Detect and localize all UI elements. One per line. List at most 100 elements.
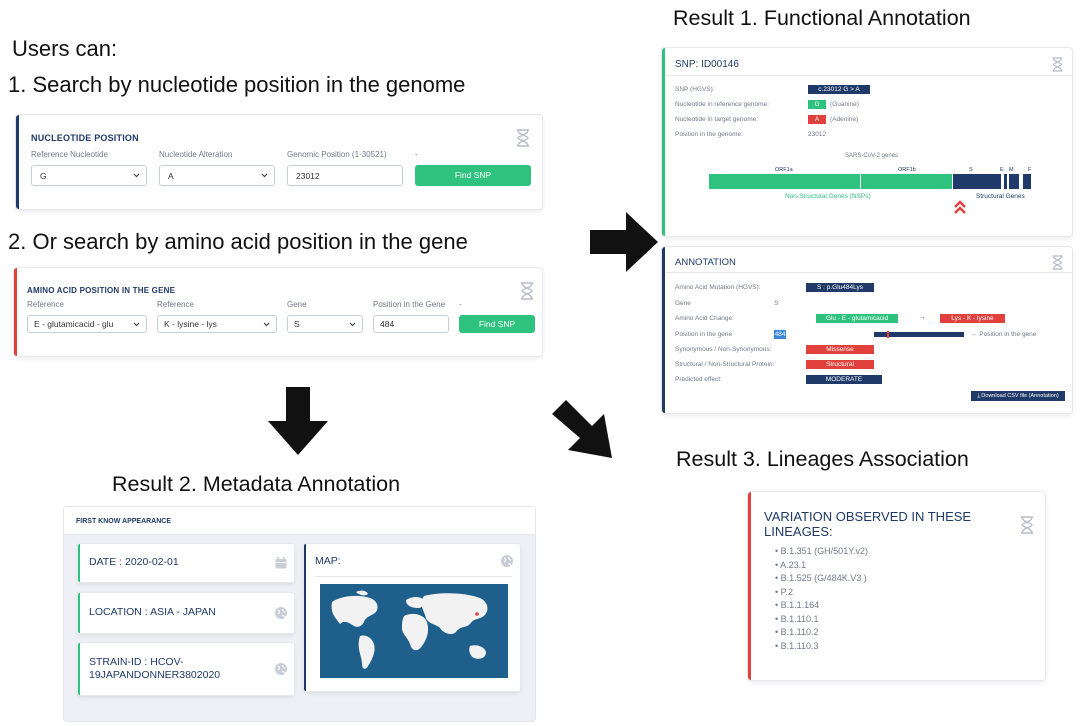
- lineage-name: B.1.351 (GH/501Y.v2): [780, 546, 869, 556]
- gene-block-e: [1004, 174, 1007, 189]
- divider: [314, 576, 512, 577]
- gene-select[interactable]: S: [287, 315, 363, 333]
- gene-label-f: F: [1028, 167, 1032, 173]
- lineage-name: B.1.1.164: [780, 600, 820, 610]
- list-item: • B.1.351 (GH/501Y.v2): [775, 546, 869, 556]
- aa-change-label: Amino Acid Change:: [675, 315, 734, 322]
- genome-map-title: SARS-CoV-2 genes: [845, 153, 899, 159]
- position-track: [874, 332, 964, 337]
- result2-heading: Result 2. Metadata Annotation: [112, 472, 401, 496]
- hourglass-icon: [517, 129, 529, 147]
- snp-title: SNP: ID00146: [675, 59, 739, 70]
- position-in-gene-value: 484: [774, 330, 786, 339]
- position-marker: [887, 331, 889, 338]
- arrow-right-icon: [590, 212, 658, 272]
- gene-block-orf1a: [709, 174, 860, 189]
- position-in-gene-label: Position in the Gene: [373, 300, 446, 309]
- list-item: • A.23.1: [775, 559, 807, 570]
- genome-position-value: 23012: [808, 131, 827, 138]
- hourglass-icon: [1021, 516, 1033, 534]
- snp-card: SNP: ID00146 SNP (HGVS): c.23012 G > A N…: [662, 48, 1072, 236]
- lineage-name: B.1.525 (G/484K.V3 ): [780, 573, 867, 583]
- position-in-gene-input[interactable]: 484: [373, 315, 449, 333]
- lineages-list: • B.1.351 (GH/501Y.v2) • A.23.1 • B.1.52…: [775, 546, 868, 654]
- location-card: LOCATION : ASIA - JAPAN: [78, 593, 294, 633]
- lineage-name: P.2: [780, 586, 794, 597]
- lineages-title: VARIATION OBSERVED IN THESE LINEAGES:: [764, 509, 971, 539]
- divider: [665, 75, 1072, 76]
- divider: [665, 272, 1072, 273]
- aa-change-to: Lys - K - lysine: [940, 314, 1005, 323]
- ref-nucleotide-label: Nucleotide in reference genome:: [675, 101, 769, 108]
- card-title: NUCLEOTIDE POSITION: [31, 133, 139, 143]
- download-csv-button[interactable]: ⤓ Download CSV file (Annotation): [971, 391, 1065, 401]
- gene-label-orf1a: ORF1a: [775, 167, 793, 173]
- reference-nucleotide-label: Reference Nucleotide: [31, 150, 108, 159]
- ref-nucleotide-note: (Guanine): [830, 101, 859, 108]
- snp-hgvs-label: SNP (HGVS):: [675, 86, 715, 93]
- annotation-card: ANNOTATION Amino Acid Mutation (HGVS): S…: [662, 247, 1072, 413]
- gene-label-orf1b: ORF1b: [898, 167, 916, 173]
- select-value: K - lysine - lys: [164, 319, 217, 329]
- lineage-name: B.1.110.2: [780, 627, 819, 637]
- chevron-down-icon: [133, 322, 140, 327]
- list-item: • B.1.110.2: [775, 627, 819, 637]
- select-value: S: [294, 319, 300, 329]
- lineages-title-line1: VARIATION OBSERVED IN THESE: [764, 509, 972, 524]
- chevron-down-icon: [349, 322, 356, 327]
- hourglass-icon: [1052, 57, 1063, 72]
- gene-block-orf1b: [861, 174, 952, 189]
- structural-label: Structural Genes: [976, 193, 1025, 200]
- find-snp-button[interactable]: Find SNP: [415, 165, 531, 186]
- select-value: A: [168, 171, 174, 181]
- calendar-icon: [275, 557, 287, 569]
- list-item: • B.1.110.3: [775, 640, 819, 651]
- target-nucleotide-label: Nucleotide in target genome:: [675, 116, 759, 123]
- position-in-gene-label: Position in the gene: [675, 331, 733, 338]
- metadata-card: FIRST KNOW APPEARANCE DATE : 2020-02-01 …: [64, 507, 535, 721]
- find-snp-button[interactable]: Find SNP: [459, 315, 535, 333]
- result3-heading: Result 3. Lineages Association: [676, 447, 969, 471]
- predicted-effect-label: Predicted effect:: [675, 376, 722, 383]
- date-card: DATE : 2020-02-01: [78, 544, 294, 582]
- gene-label-m: M: [1009, 167, 1014, 173]
- hourglass-icon: [1052, 255, 1063, 270]
- structural-protein-value: Structural: [806, 360, 874, 369]
- lineage-name: A.23.1: [780, 559, 807, 570]
- nsp-label: Non-Structural Genes (NSPs): [785, 193, 871, 200]
- globe-icon: [275, 607, 287, 619]
- reference2-label: Reference: [157, 300, 194, 309]
- annotation-title: ANNOTATION: [675, 257, 736, 268]
- input-value: 484: [380, 319, 395, 329]
- nucleotide-alteration-label: Nucleotide Alteration: [159, 150, 233, 159]
- step1-heading: 1. Search by nucleotide position in the …: [8, 72, 466, 97]
- lineage-name: B.1.110.3: [780, 640, 819, 651]
- target-aa-select[interactable]: K - lysine - lys: [157, 315, 277, 333]
- chevron-down-icon: [263, 322, 270, 327]
- result1-heading: Result 1. Functional Annotation: [673, 6, 971, 30]
- list-item: • B.1.1.164: [775, 600, 820, 610]
- select-value: G: [40, 171, 47, 181]
- nucleotide-alteration-select[interactable]: A: [159, 165, 275, 186]
- reference-label: Reference: [27, 300, 64, 309]
- predicted-effect-value: MODERATE: [806, 375, 882, 384]
- genome-position-label: Position in the genome:: [675, 131, 743, 138]
- globe-icon: [275, 663, 287, 675]
- genomic-position-input[interactable]: 23012: [287, 165, 403, 186]
- gene-label: Gene: [675, 300, 691, 307]
- strain-line1: STRAIN-ID : HCOV-: [89, 656, 184, 668]
- reference-nucleotide-select[interactable]: G: [31, 165, 147, 186]
- metadata-title: FIRST KNOW APPEARANCE: [76, 518, 172, 525]
- nucleotide-position-card: NUCLEOTIDE POSITION Reference Nucleotide…: [16, 115, 542, 209]
- reference-aa-select[interactable]: E - glutamicacid - glu: [27, 315, 147, 333]
- input-value: 23012: [296, 171, 320, 181]
- chevron-down-icon: [261, 173, 268, 178]
- gene-value: S: [774, 300, 779, 307]
- globe-icon: [501, 555, 513, 567]
- synonymous-value: Missense: [806, 345, 874, 354]
- map-card: MAP:: [304, 544, 520, 691]
- aa-mutation-value: S : p.Glu484Lys: [806, 283, 874, 292]
- card-title: AMINO ACID POSITION IN THE GENE: [27, 286, 176, 295]
- step2-heading: 2. Or search by amino acid position in t…: [8, 229, 468, 254]
- gene-block-s: [953, 174, 1001, 189]
